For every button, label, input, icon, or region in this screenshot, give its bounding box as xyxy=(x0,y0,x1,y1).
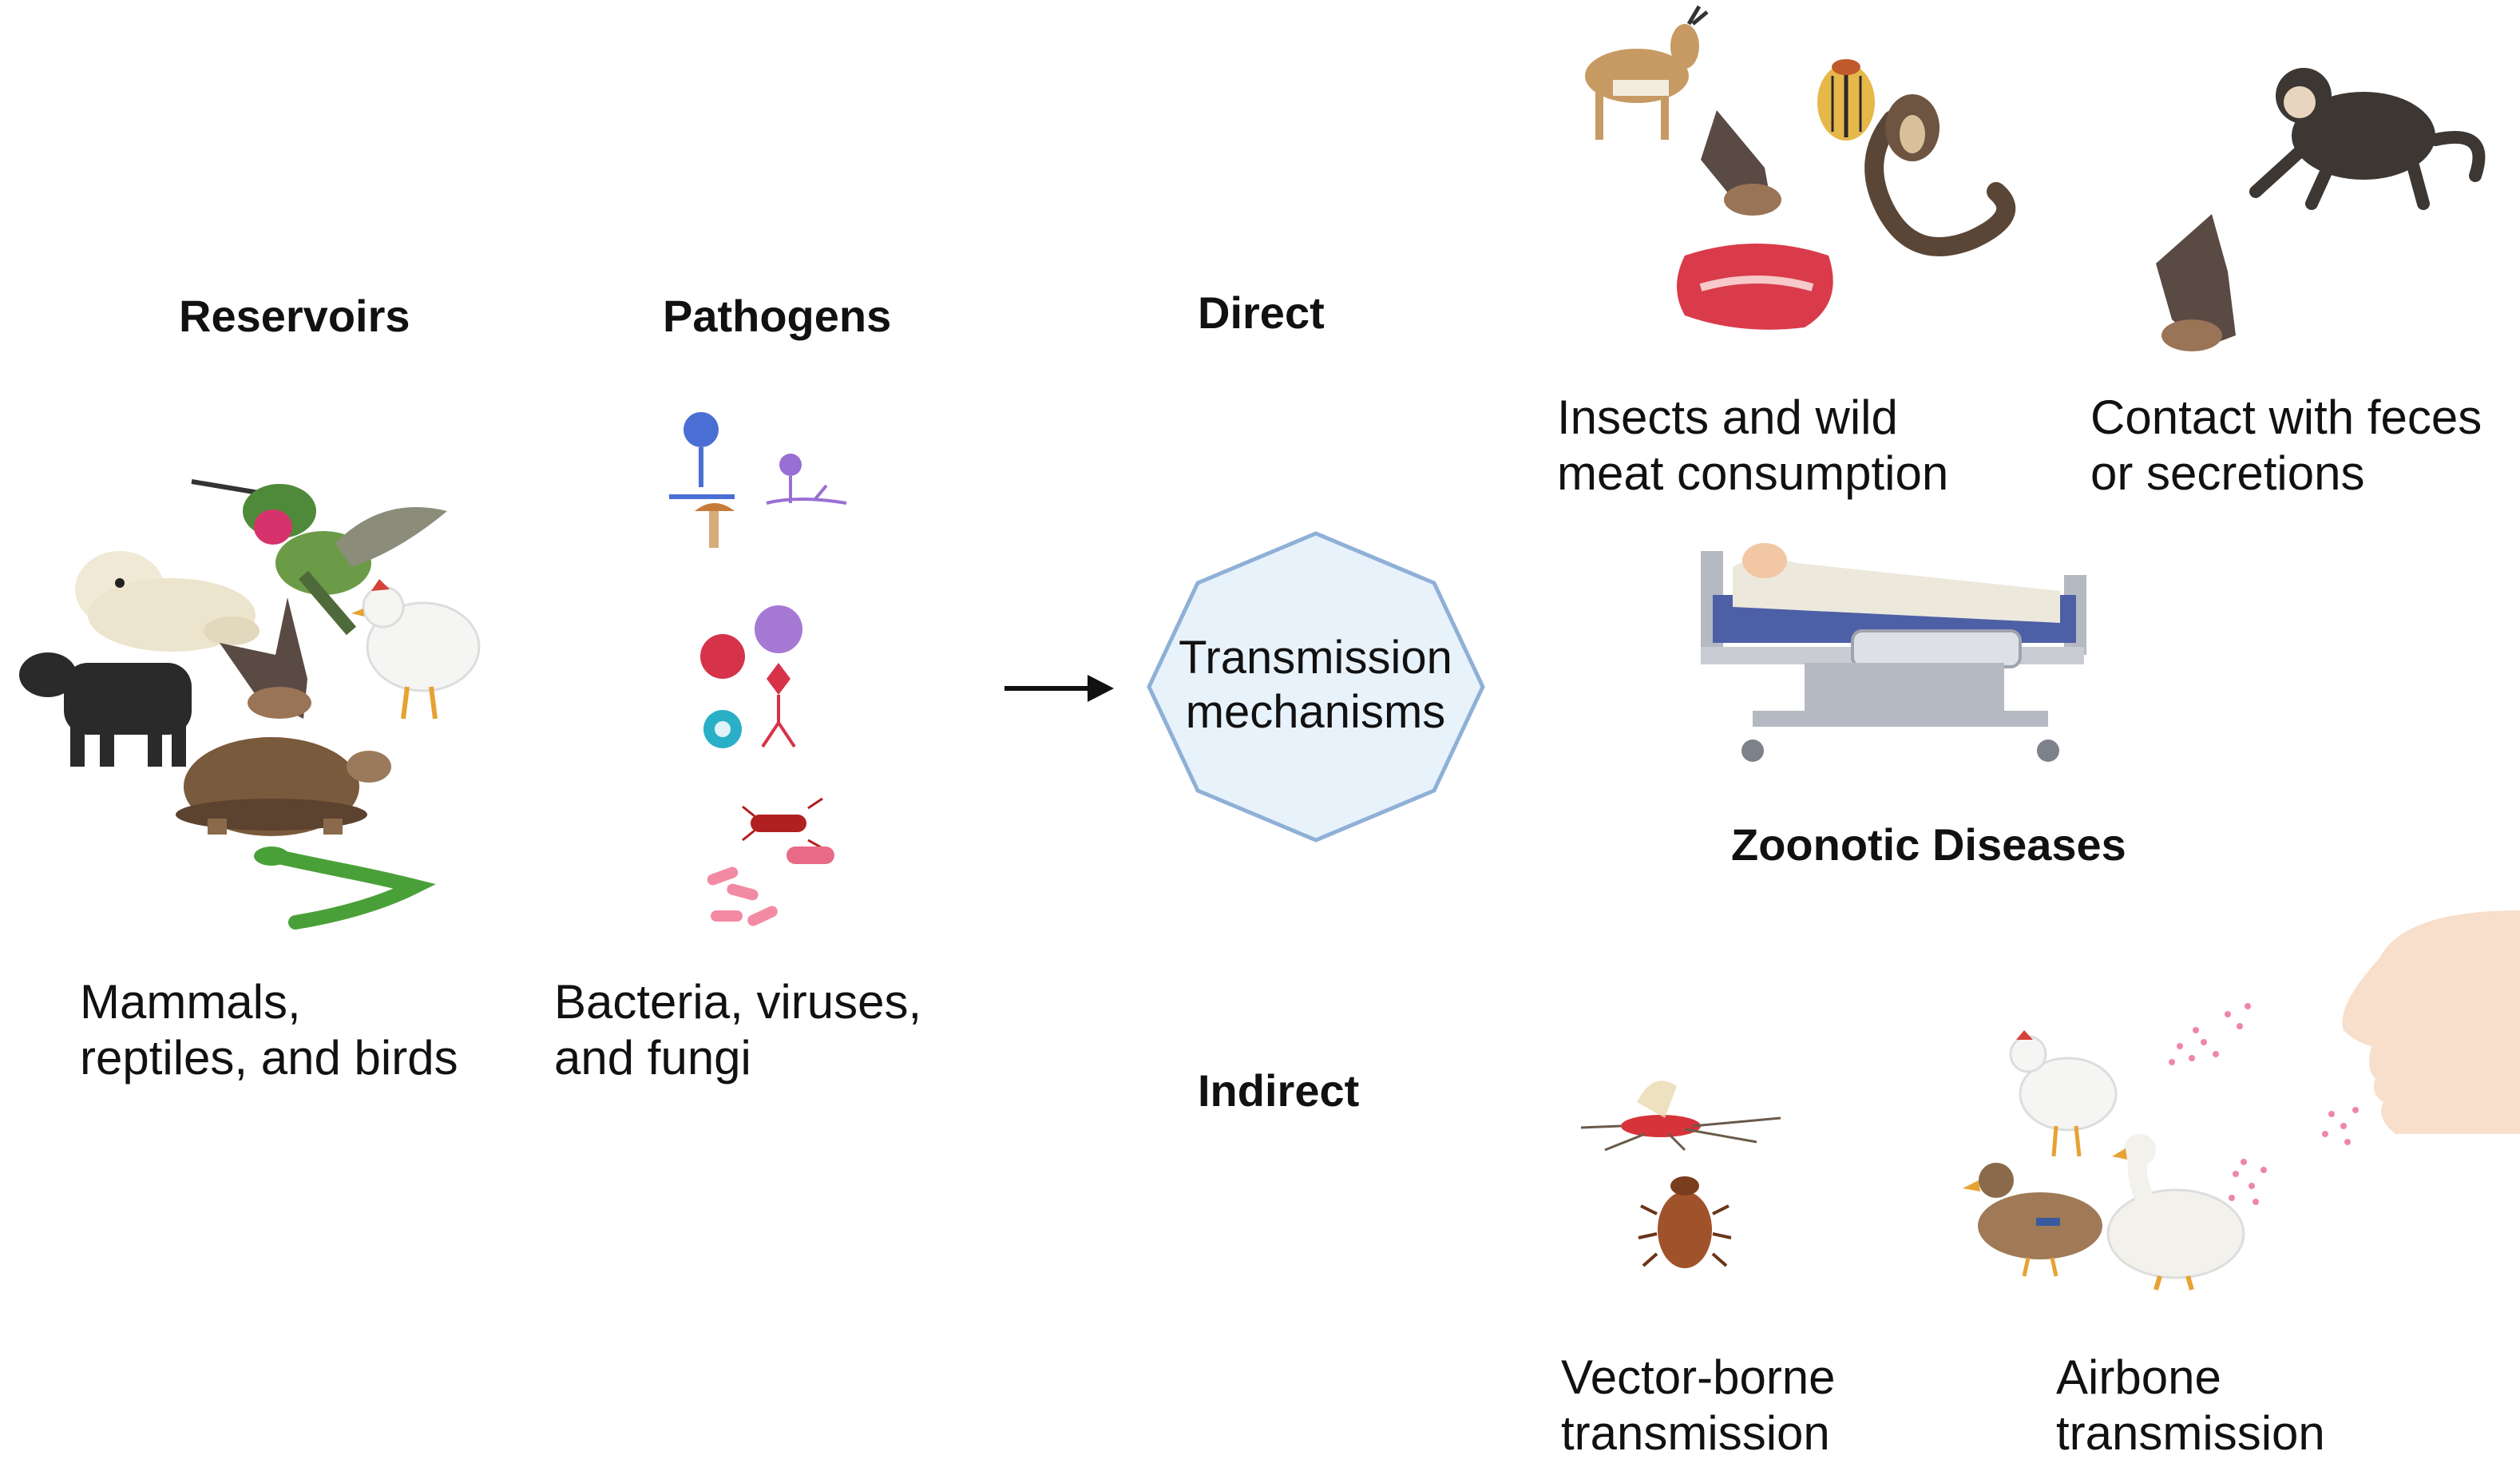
pathogens-caption: Bacteria, viruses, and fungi xyxy=(554,975,922,1084)
indirect-item-2-caption: Airbone transmission xyxy=(2056,1350,2325,1460)
hummingbird-icon xyxy=(191,479,447,636)
fungi-icon xyxy=(669,412,847,548)
bat-icon xyxy=(2156,214,2236,351)
reservoirs-heading: Reservoirs xyxy=(179,291,410,341)
direct-heading: Direct xyxy=(1198,287,1325,338)
seal-icon xyxy=(75,551,260,652)
hospital-bed-icon xyxy=(1701,543,2086,762)
hen-icon xyxy=(2009,1030,2118,1157)
mosquito-icon xyxy=(1580,1080,1781,1152)
direct-item-1-caption: Insects and wild meat consumption xyxy=(1557,391,1949,500)
indirect-heading: Indirect xyxy=(1198,1065,1360,1116)
transmission-polygon xyxy=(1147,531,1485,843)
direct-item-2-caption: Contact with feces or secretions xyxy=(2090,391,2482,500)
tortoise-icon xyxy=(176,737,391,836)
cobra-icon xyxy=(1864,94,2016,256)
arrow-icon xyxy=(1004,675,1114,702)
raw-meat-icon xyxy=(1677,244,1833,330)
goose-icon xyxy=(2106,1134,2245,1291)
lizard-icon xyxy=(254,847,436,930)
transmission-label: Transmission mechanisms xyxy=(1179,632,1452,738)
face-icon xyxy=(2342,910,2520,1134)
monkey-icon xyxy=(2249,68,2486,210)
droplets-icon xyxy=(2169,1003,2359,1205)
indirect-item-1-caption: Vector-borne transmission xyxy=(1561,1350,1836,1460)
bat-icon xyxy=(1701,110,1781,216)
pathogens-heading: Pathogens xyxy=(663,291,892,341)
reservoirs-caption: Mammals, reptiles, and birds xyxy=(80,975,458,1084)
cow-icon xyxy=(19,652,192,767)
outcome-heading: Zoonotic Diseases xyxy=(1731,819,2126,870)
hen-icon xyxy=(351,579,481,720)
bat-icon xyxy=(220,597,311,719)
bacteria-icon xyxy=(707,797,834,926)
beetle-icon xyxy=(1817,59,1875,141)
pronghorn-icon xyxy=(1585,5,1709,140)
duck-icon xyxy=(1963,1163,2102,1277)
bedbug-icon xyxy=(1638,1176,1732,1268)
virus-icon xyxy=(700,605,802,748)
